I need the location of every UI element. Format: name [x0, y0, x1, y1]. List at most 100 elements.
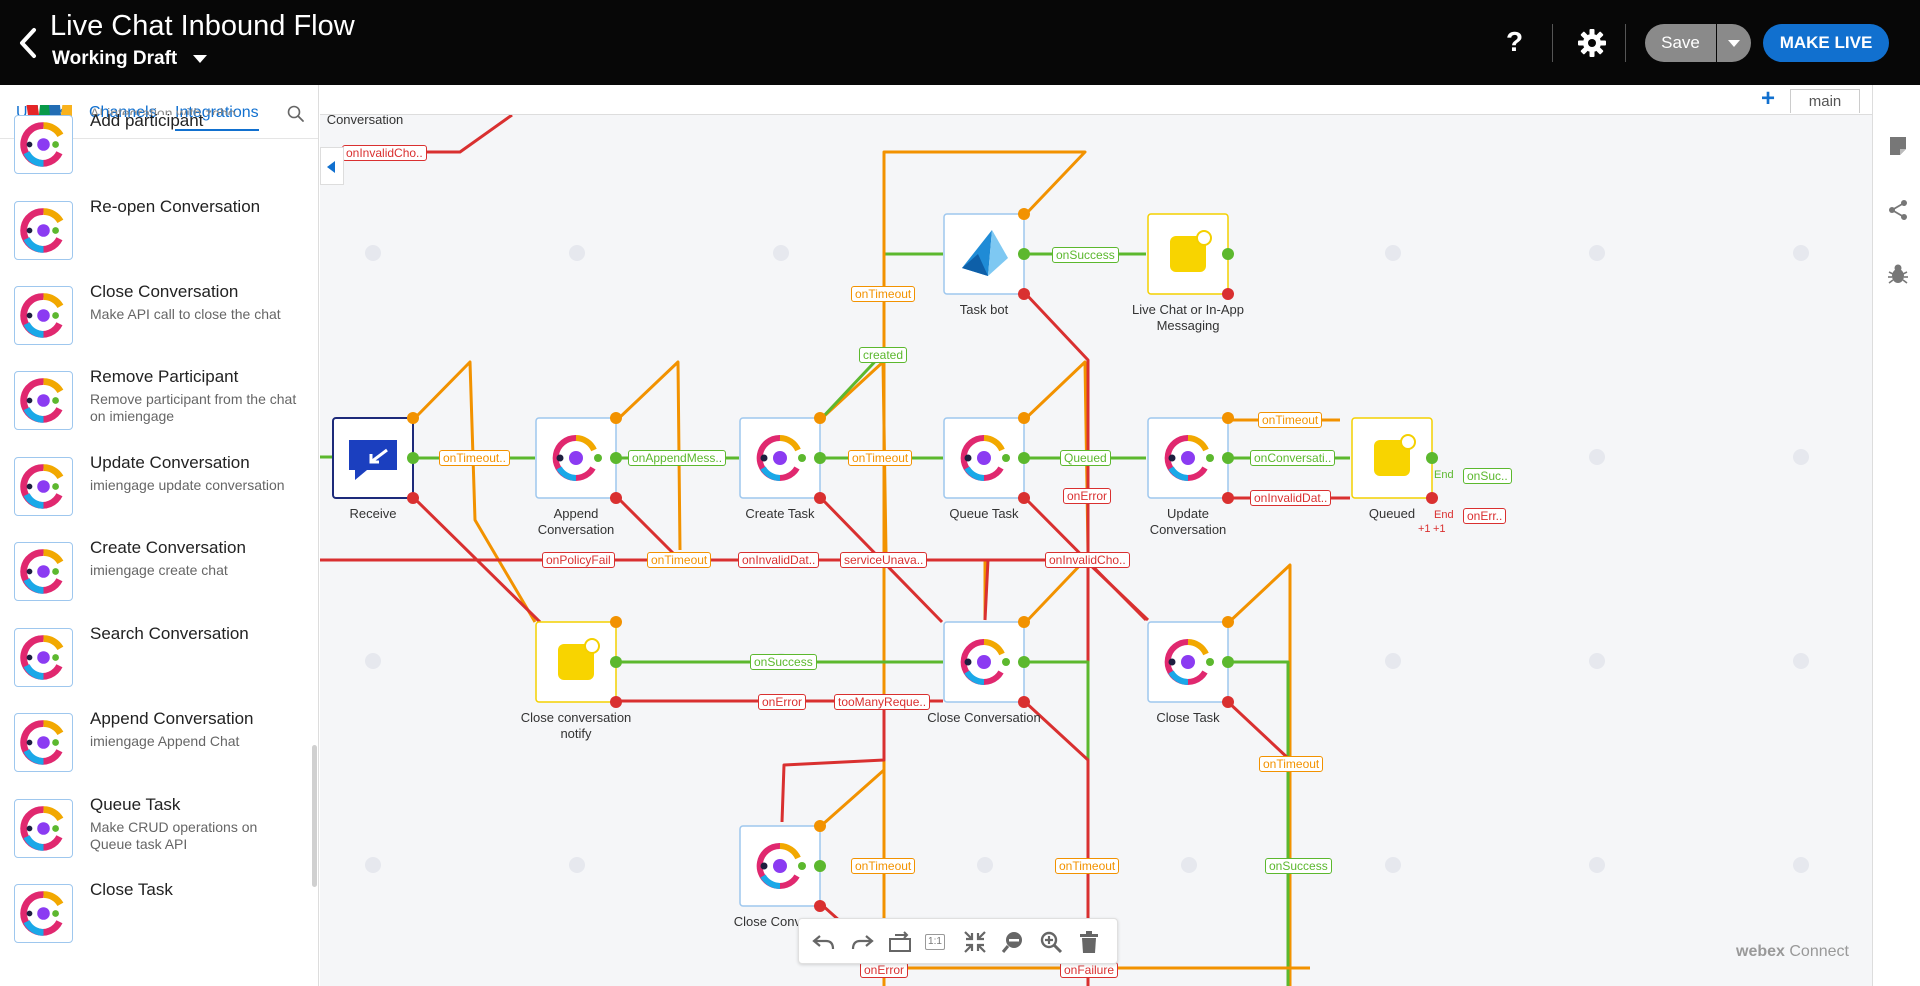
canvas-toolbar: 1:1	[798, 918, 1118, 964]
auto-arrange-icon[interactable]	[887, 929, 913, 955]
edge-label[interactable]: onTimeout..	[439, 450, 510, 466]
palette-item-title: Re-open Conversation	[90, 197, 261, 216]
share-icon[interactable]	[1887, 199, 1909, 221]
flow-node-label[interactable]: Queue Task	[949, 506, 1019, 521]
edge-label[interactable]: onAppendMess..	[628, 450, 727, 466]
edge-label[interactable]: onTimeout	[1258, 412, 1323, 428]
tab-channels[interactable]: Channels	[89, 104, 157, 121]
imiengage-icon	[14, 713, 73, 772]
edge-label[interactable]: End	[1434, 509, 1454, 521]
palette-item-desc: Make CRUD operations on Queue task API	[90, 819, 258, 852]
edge-label[interactable]: tooManyReque..	[834, 694, 931, 710]
edge-label[interactable]: onInvalidDat..	[1250, 490, 1332, 506]
edge-label[interactable]: onInvalidCho..	[342, 145, 427, 161]
top-bar: Live Chat Inbound Flow Working Draft ? S…	[0, 0, 1920, 85]
make-live-button[interactable]: MAKE LIVE	[1763, 24, 1889, 62]
imiengage-icon	[977, 451, 991, 465]
edge-label[interactable]: onSuccess	[750, 654, 817, 670]
edge-label[interactable]: End	[1434, 469, 1454, 481]
edge-label[interactable]: onSuccess	[1052, 247, 1119, 263]
save-button[interactable]: Save	[1645, 24, 1716, 62]
flow-node-label[interactable]: Create Task	[745, 506, 815, 521]
error-port	[610, 492, 622, 504]
error-port	[610, 696, 622, 708]
edge-label[interactable]: onInvalidDat..	[738, 552, 820, 568]
flow-canvas[interactable]: Receive Append Conversation Create Task Que…	[320, 85, 1872, 986]
edge-label[interactable]: +1	[1433, 523, 1446, 535]
tab-integrations[interactable]: Integrations	[175, 104, 259, 131]
imiengage-icon	[14, 884, 73, 943]
help-icon[interactable]: ?	[1506, 26, 1524, 57]
edge-label[interactable]: +1	[1418, 523, 1431, 535]
flow-graph	[320, 113, 1809, 986]
fit-to-screen-icon[interactable]	[962, 929, 988, 955]
palette-item[interactable]: Update Conversation imiengage update con…	[0, 447, 310, 532]
edge-label[interactable]: onTimeout	[647, 552, 712, 568]
palette-item[interactable]: Re-open Conversation	[0, 191, 310, 276]
notes-icon[interactable]	[1887, 135, 1909, 157]
undo-icon[interactable]	[811, 929, 837, 955]
flow-node-label[interactable]: Live Chat or In-App Messaging	[1131, 302, 1244, 333]
imiengage-icon	[760, 874, 781, 889]
search-icon[interactable]	[287, 105, 305, 123]
flow-node-label[interactable]: Update Conversation	[1149, 506, 1227, 537]
edge-label[interactable]: onFailure	[1060, 962, 1119, 978]
flow-node-label[interactable]: Task bot	[959, 302, 1009, 317]
palette-item[interactable]: Close Task	[0, 874, 310, 959]
edge-label[interactable]: onTimeout	[848, 450, 913, 466]
edge-label[interactable]: onError	[860, 962, 909, 978]
edge-label[interactable]: onTimeout	[851, 286, 916, 302]
imiengage-icon	[14, 286, 73, 345]
palette-item[interactable]: Append Conversation imiengage Append Cha…	[0, 703, 310, 788]
edge-label[interactable]: serviceUnava..	[840, 552, 928, 568]
flow-node-label[interactable]: Close Task	[1156, 710, 1220, 725]
tab-main[interactable]: main	[1790, 89, 1860, 113]
save-options-button[interactable]	[1717, 24, 1751, 62]
edge-label[interactable]: onError	[1063, 488, 1112, 504]
add-flow-tab-button[interactable]: +	[1761, 85, 1776, 112]
flow-node-label[interactable]: Append Conversation	[537, 506, 615, 537]
imiengage-icon	[594, 454, 602, 462]
palette-item[interactable]: Remove Participant Remove participant fr…	[0, 361, 310, 446]
palette-item[interactable]: Close Conversation Make API call to clos…	[0, 276, 310, 361]
flow-node-label[interactable]: Queued	[1368, 506, 1416, 521]
back-arrow-icon[interactable]	[14, 26, 42, 60]
success-port	[1018, 656, 1030, 668]
edge-label[interactable]: onPolicyFail	[542, 552, 615, 568]
zoom-actual-size-button[interactable]: 1:1	[925, 934, 945, 950]
connector-line	[411, 360, 537, 623]
edge-label[interactable]: onSuc..	[1463, 468, 1512, 484]
flow-node-label[interactable]: Close Conversation	[927, 710, 1041, 725]
delete-trash-icon[interactable]	[1076, 929, 1102, 955]
success-port	[1222, 248, 1234, 260]
palette-item[interactable]: Create Conversation imiengage create cha…	[0, 532, 310, 617]
palette-item[interactable]: Search Conversation	[0, 618, 310, 703]
edge-label[interactable]: onTimeout	[851, 858, 916, 874]
task-bot-icon	[988, 230, 1008, 276]
edge-label[interactable]: onInvalidCho..	[1045, 552, 1130, 568]
debug-bug-icon[interactable]	[1887, 263, 1909, 285]
version-dropdown[interactable]: Working Draft	[52, 48, 208, 70]
imiengage-icon	[1187, 639, 1209, 656]
edge-label[interactable]: created	[859, 347, 908, 363]
edge-label[interactable]: onErr..	[1463, 508, 1507, 524]
edge-label[interactable]: onConversati..	[1250, 450, 1336, 466]
palette-item[interactable]: Queue Task Make CRUD operations on Queue…	[0, 789, 310, 874]
grid-dot	[1181, 857, 1197, 873]
zoom-out-icon[interactable]	[1000, 929, 1026, 955]
zoom-in-icon[interactable]	[1038, 929, 1064, 955]
gear-icon[interactable]	[1577, 28, 1607, 58]
timeout-port	[610, 616, 622, 628]
edge-label[interactable]: Queued	[1060, 450, 1111, 466]
redo-icon[interactable]	[849, 929, 875, 955]
sidebar-scrollbar[interactable]	[312, 745, 317, 887]
collapse-palette-button[interactable]	[320, 147, 344, 185]
edge-label[interactable]: onSuccess	[1265, 858, 1332, 874]
palette-item[interactable]: Add participant	[0, 105, 310, 190]
flow-node-label[interactable]: Close conversation notify	[520, 710, 632, 741]
edge-label[interactable]: onTimeout	[1259, 756, 1324, 772]
edge-label[interactable]: onError	[758, 694, 807, 710]
edge-label[interactable]: onTimeout	[1055, 858, 1120, 874]
flow-node-label[interactable]: Receive	[349, 506, 397, 521]
flow-node-label[interactable]: Conversation	[326, 112, 404, 127]
